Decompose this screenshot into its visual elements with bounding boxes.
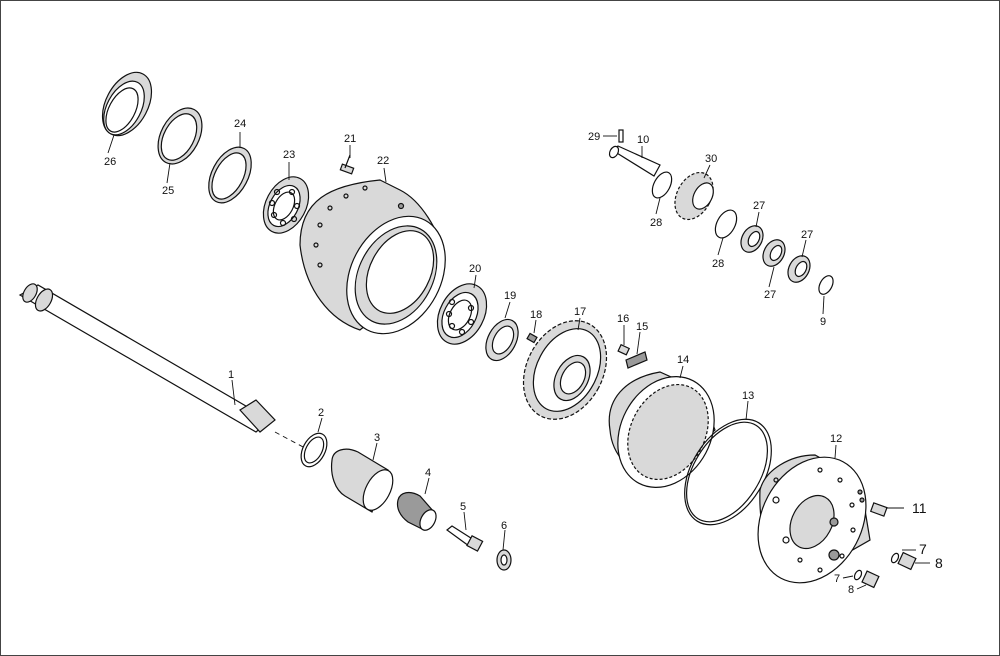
part-23-bearing [262, 176, 310, 234]
callout-22: 22 [377, 155, 389, 167]
callout-27-upper: 27 [753, 200, 765, 212]
part-8-plug-upper [897, 551, 917, 571]
part-22-wheel-hub [299, 179, 446, 335]
callout-1: 1 [228, 369, 234, 381]
callout-9: 9 [820, 316, 826, 328]
part-19-lock-nut [485, 318, 519, 362]
part-7-washer-upper [890, 552, 900, 564]
callout-21: 21 [344, 133, 356, 145]
part-9-snap-ring [818, 275, 834, 295]
callout-8-upper: 8 [935, 555, 943, 571]
part-18-screw [526, 332, 538, 344]
part-27-needle-bearing-1 [740, 225, 764, 253]
part-10-planet-shaft [608, 145, 661, 177]
leader-lines [107, 132, 930, 590]
part-3-coupling-sleeve [330, 448, 394, 513]
callout-10: 10 [637, 134, 649, 146]
callout-19: 19 [504, 290, 516, 302]
callout-13: 13 [742, 390, 754, 402]
part-25-ring [157, 107, 203, 165]
callout-2: 2 [318, 407, 324, 419]
part-5-bolt [446, 525, 484, 552]
part-16-bolt [617, 343, 631, 356]
callout-7-upper: 7 [919, 541, 927, 557]
callout-17: 17 [574, 306, 586, 318]
callout-6: 6 [501, 520, 507, 532]
callout-labels: 26 25 24 23 21 22 20 19 18 17 16 15 14 1… [104, 118, 943, 596]
callout-25: 25 [162, 185, 174, 197]
part-24-ring [208, 146, 252, 204]
callout-27-right: 27 [801, 229, 813, 241]
callout-5: 5 [460, 501, 466, 513]
part-21-bolt [339, 154, 355, 175]
part-6-nut [496, 549, 512, 571]
callout-23: 23 [283, 149, 295, 161]
part-30-planet-gear [674, 171, 714, 221]
part-20-bearing [436, 283, 488, 345]
callout-14: 14 [677, 354, 689, 366]
callout-4: 4 [425, 467, 431, 479]
part-27-needle-bearing-3 [787, 255, 811, 283]
part-2-snap-ring [300, 432, 328, 468]
part-4-sun-gear [396, 491, 437, 531]
part-29-pin [618, 129, 624, 143]
part-11-screw [869, 502, 888, 517]
callout-28-upper: 28 [650, 217, 662, 229]
part-8-plug-lower [861, 570, 880, 589]
callout-11: 11 [912, 500, 927, 516]
callout-16: 16 [617, 313, 629, 325]
callout-28-lower: 28 [712, 258, 724, 270]
callout-29: 29 [588, 131, 600, 143]
callout-24: 24 [234, 118, 246, 130]
part-17-gear [522, 320, 608, 420]
callout-8-lower: 8 [848, 584, 854, 596]
callout-15: 15 [636, 321, 648, 333]
callout-3: 3 [374, 432, 380, 444]
callout-12: 12 [830, 433, 842, 445]
part-26-seal-ring [101, 71, 153, 137]
part-13-o-ring [684, 418, 772, 526]
callout-18: 18 [530, 309, 542, 321]
part-27-needle-bearing-2 [762, 239, 786, 267]
callout-27-lower: 27 [764, 289, 776, 301]
callout-30: 30 [705, 153, 717, 165]
part-28-washer-upper [651, 171, 673, 199]
part-14-ring-gear [608, 371, 716, 488]
callout-20: 20 [469, 263, 481, 275]
part-12-cover [757, 454, 871, 584]
callout-7-lower: 7 [834, 573, 840, 585]
part-1-drive-shaft [18, 283, 276, 433]
part-28-washer-lower [714, 209, 738, 239]
part-15-plate [625, 351, 648, 369]
callout-26: 26 [104, 156, 116, 168]
part-7-washer-lower [853, 569, 863, 581]
